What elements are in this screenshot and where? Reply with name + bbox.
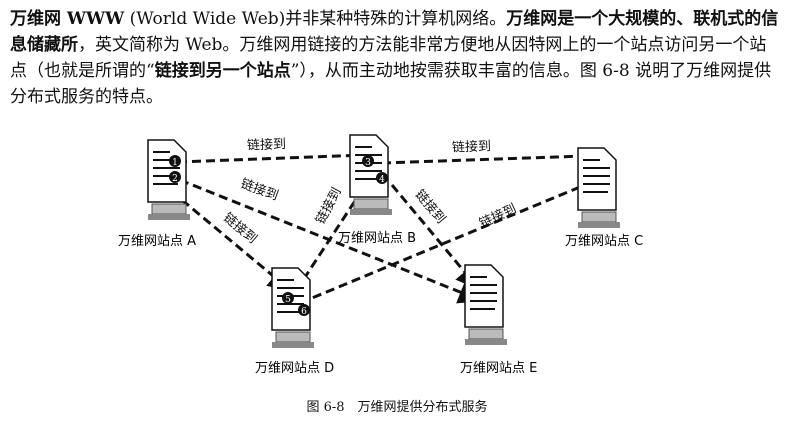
marker-2 <box>169 171 181 183</box>
link-a-to-b <box>177 153 366 164</box>
figure-caption: 图 6-8 万维网提供分布式服务 <box>306 400 488 415</box>
marker-text: 6 <box>301 307 307 317</box>
link-phrase-bold: 链接到另一个站点 <box>154 61 291 81</box>
definition-bold: 万维网是一个大规模的、联机式的信息储藏所 <box>10 9 779 55</box>
site-e <box>464 264 507 345</box>
link-label: 链接到 <box>412 187 449 227</box>
page-icon <box>577 147 617 211</box>
marker-3 <box>362 155 374 167</box>
site-label-c: 万维网站点 C <box>565 234 643 249</box>
page-icon <box>147 139 187 203</box>
link-label: 链接到 <box>452 138 492 155</box>
site-label-b: 万维网站点 B <box>338 231 416 246</box>
link-label: 链接到 <box>477 201 519 232</box>
link-label: 链接到 <box>247 136 287 153</box>
link-label: 链接到 <box>238 176 280 204</box>
site-d: 5 6 <box>271 267 314 348</box>
site-a: 1 2 <box>147 139 190 220</box>
site-c <box>577 147 620 228</box>
link-label: 链接到 <box>312 185 344 227</box>
marker-text: 2 <box>172 174 178 184</box>
site-label-a: 万维网站点 A <box>118 234 196 249</box>
paragraph-text-3: ”），从而主动地按需获取丰富的信息。图 6-8 说明了万维网提供分布式服务的特点… <box>10 61 772 107</box>
intro-paragraph: 万维网 WWW (World Wide Web)并非某种特殊的计算机网络。万维网… <box>10 6 780 110</box>
marker-text: 3 <box>365 158 371 168</box>
link-b-to-d <box>288 177 372 301</box>
paragraph-text-2: ，英文简称为 Web。万维网用链接的方法能非常方便地从因特网上的一个站点访问另一… <box>10 35 767 81</box>
paragraph-text-1: (World Wide Web)并非某种特殊的计算机网络。 <box>124 9 507 29</box>
marker-text: 4 <box>379 175 385 185</box>
marker-text: 5 <box>285 295 291 305</box>
page-icon <box>464 264 504 328</box>
marker-1 <box>169 155 181 167</box>
marker-text: 1 <box>172 158 178 168</box>
link-b-to-c <box>381 154 586 165</box>
site-label-e: 万维网站点 E <box>460 361 537 376</box>
link-b-to-e <box>390 184 480 291</box>
site-label-d: 万维网站点 D <box>255 361 334 376</box>
marker-5 <box>282 292 294 304</box>
term-www: 万维网 WWW <box>10 9 125 29</box>
marker-4 <box>376 172 388 184</box>
link-d-to-c <box>299 180 593 305</box>
link-label: 链接到 <box>220 210 260 247</box>
site-b: 3 4 <box>349 134 392 215</box>
marker-6 <box>298 304 310 316</box>
